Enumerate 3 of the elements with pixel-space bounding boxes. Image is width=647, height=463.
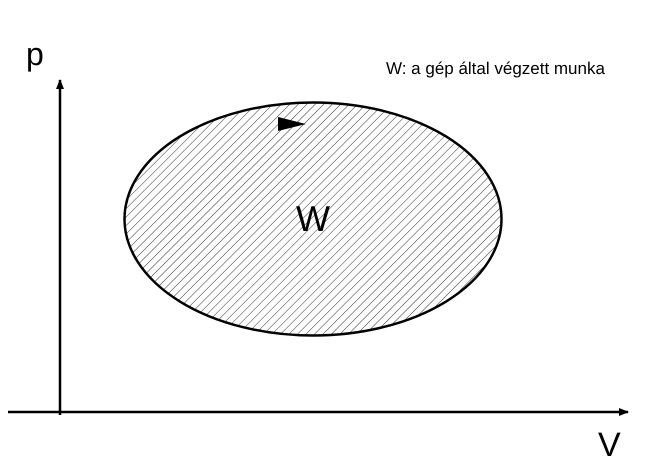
axis-label: p [26, 38, 44, 70]
note-text: W: a gép által végzett munka [386, 60, 605, 77]
axis-label: V [598, 428, 621, 462]
